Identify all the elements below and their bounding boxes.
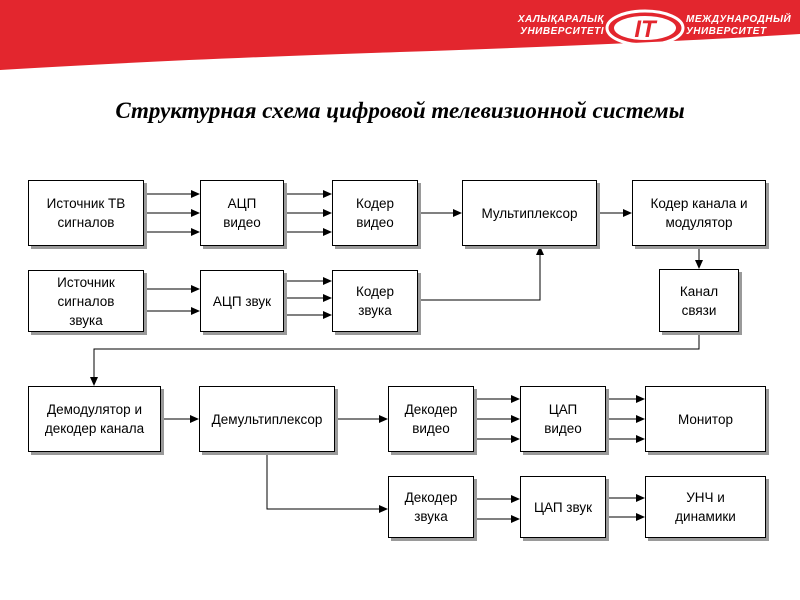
arrow-acoder-mux [418,246,544,301]
block-video-decoder: Декодер видео [388,386,474,452]
block-audio-decoder: Декодер звука [388,476,474,538]
block-multiplexer: Мультиплексор [462,180,597,246]
logo-text-ru: МЕЖДУНАРОДНЫЙ УНИВЕРСИТЕТ [686,14,792,37]
arrow-channel-demod [90,332,700,386]
logo-mark-text: IT [634,16,658,43]
block-tv-source: Источник ТВ сигналов [28,180,144,246]
logo-text-kz: ХАЛЫҚАРАЛЫҚ УНИВЕРСИТЕТІ [517,14,604,37]
arrow-demux-adec [266,452,388,513]
block-amplifier: УНЧ и динамики [645,476,766,538]
block-dac-audio: ЦАП звук [520,476,606,538]
block-demodulator: Демодулятор и декодер канала [28,386,161,452]
block-audio-source: Источник сигналов звука [28,270,144,332]
block-adc-video: АЦП видео [200,180,284,246]
block-monitor: Монитор [645,386,766,452]
header-banner [0,0,800,70]
slide-title: Структурная схема цифровой телевизионной… [115,98,685,123]
block-adc-audio: АЦП звук [200,270,284,332]
block-audio-coder: Кодер звука [332,270,418,332]
block-video-coder: Кодер видео [332,180,418,246]
block-dac-video: ЦАП видео [520,386,606,452]
block-channel: Канал связи [659,269,739,332]
logo-text-en: INTERNATIONAL UNIVERSITY [570,46,726,57]
block-channel-coder: Кодер канала и модулятор [632,180,766,246]
university-logo-icon: IT [605,9,685,47]
block-demultiplexer: Демультиплексор [199,386,335,452]
